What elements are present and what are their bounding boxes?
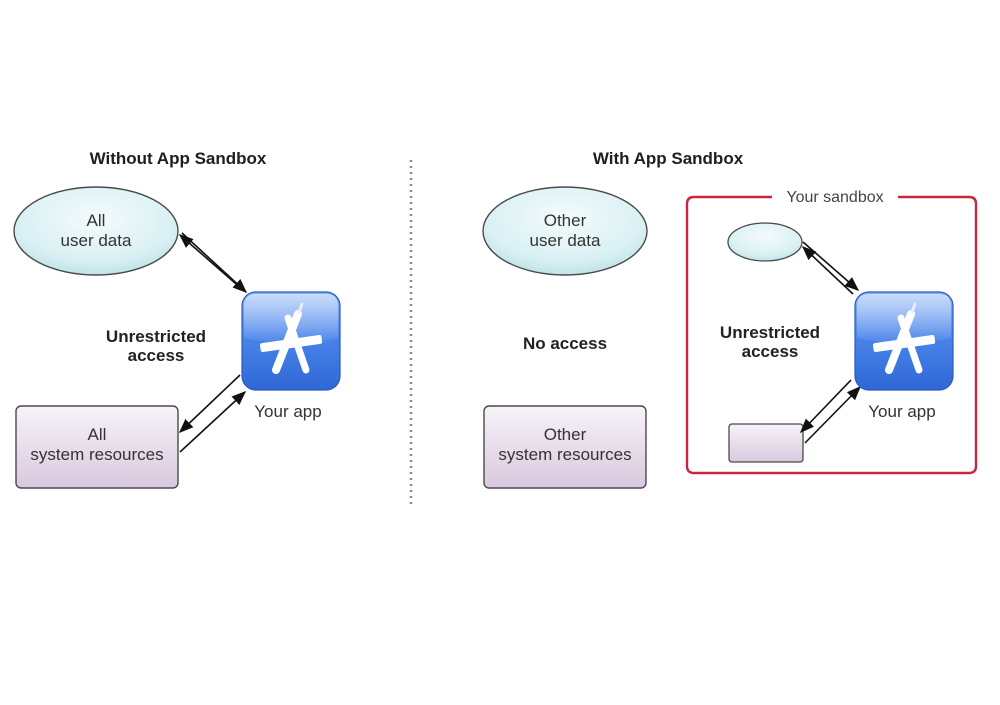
sandbox-access-label-line1: Unrestricted [720,323,820,342]
system-resources-box-left: All system resources [15,405,179,489]
user-data-label-line1: All [87,211,106,230]
panel-with-sandbox: With App Sandbox Other user data No acce… [482,149,978,489]
other-system-resources-line1: Other [544,425,587,444]
arrow-app-to-system [178,374,241,433]
arrow-sandbox-data-to-app [802,241,860,291]
panel-title-with: With App Sandbox [593,149,744,168]
arrow-sandbox-app-to-data [801,246,854,295]
other-user-data-line1: Other [544,211,587,230]
access-label-line2: access [128,346,185,365]
access-label-line1: Unrestricted [106,327,206,346]
arrow-app-to-user-data [178,234,244,291]
sandbox-resources-box [728,423,804,463]
panel-without-sandbox: Without App Sandbox All user data All sy… [13,149,341,489]
arrow-sandbox-app-to-resources [800,379,852,434]
arrow-sandbox-resources-to-app [804,385,862,444]
system-resources-label-line1: All [88,425,107,444]
panel-title-without: Without App Sandbox [90,149,267,168]
sandbox-label: Your sandbox [786,189,883,206]
no-access-label: No access [523,334,607,353]
system-resources-box-right: Other system resources [483,405,647,489]
user-data-ellipse-left: All user data [13,186,179,276]
app-label-left: Your app [254,402,321,421]
app-label-right: Your app [868,402,935,421]
sandbox-boundary: Your sandbox [685,189,978,475]
app-store-icon [241,291,341,391]
app-store-icon [854,291,954,391]
other-user-data-line2: user data [530,231,601,250]
other-system-resources-line2: system resources [498,445,631,464]
arrow-system-to-app [179,391,247,453]
user-data-ellipse-right: Other user data [482,186,648,276]
system-resources-label-line2: system resources [30,445,163,464]
arrow-user-data-to-app [181,232,248,293]
sandbox-access-label-line2: access [742,342,799,361]
sandbox-user-data-ellipse [727,222,803,262]
user-data-label-line2: user data [61,231,132,250]
